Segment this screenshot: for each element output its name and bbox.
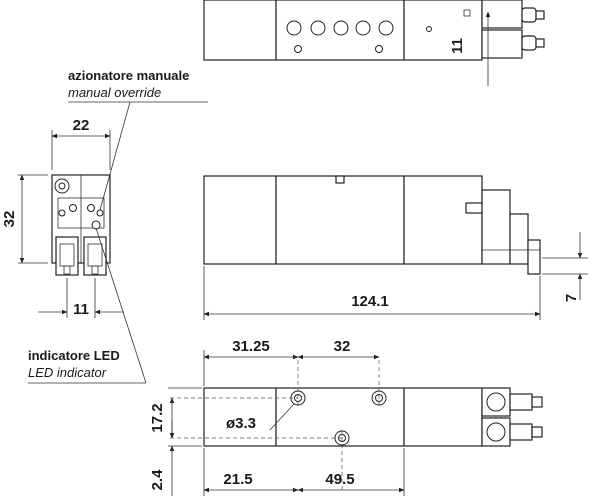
dim-base-49: 49.5 — [325, 471, 354, 488]
dim-top-height: 11 — [449, 38, 466, 54]
port-hole — [378, 20, 394, 36]
port-hole — [355, 20, 371, 36]
dim-total-length: 124.1 — [351, 293, 389, 310]
manual-override-label-it: azionatore manuale — [68, 68, 189, 83]
mounting-hole — [375, 45, 383, 53]
end-view: 22 32 11 — [1, 117, 124, 318]
led-indicator — [91, 220, 101, 230]
port-hole — [310, 20, 326, 36]
dim-side-height: 32 — [1, 211, 18, 228]
dim-base-21: 21.5 — [223, 471, 252, 488]
dim-hole-spacing-1: 31.25 — [232, 338, 270, 355]
port-hole — [286, 20, 302, 36]
pilot-hole — [426, 26, 432, 32]
front-view: 124.1 7 — [203, 175, 588, 320]
dim-connector-offset: 7 — [563, 294, 580, 302]
dim-hole-spacing-2: 32 — [334, 338, 351, 355]
led-indicator-label: indicatore LED LED indicator — [28, 227, 147, 384]
led-label-en: LED indicator — [28, 365, 107, 380]
mounting-hole — [294, 45, 302, 53]
manual-override-label: azionatore manuale manual override — [68, 68, 208, 211]
port-hole — [333, 20, 349, 36]
dim-side-pitch: 11 — [73, 301, 89, 318]
dim-vertical-17: 17.2 — [149, 403, 166, 432]
top-view: 11 — [203, 0, 545, 86]
dim-vertical-24: 2.4 — [149, 469, 166, 491]
dim-hole-diameter: ø3.3 — [226, 415, 256, 432]
led-label-it: indicatore LED — [28, 348, 120, 363]
bottom-view: ø3.3 31.25 32 17.2 2.4 21.5 49.5 — [149, 338, 543, 496]
dim-side-width: 22 — [73, 117, 90, 134]
manual-override-label-en: manual override — [68, 85, 161, 100]
